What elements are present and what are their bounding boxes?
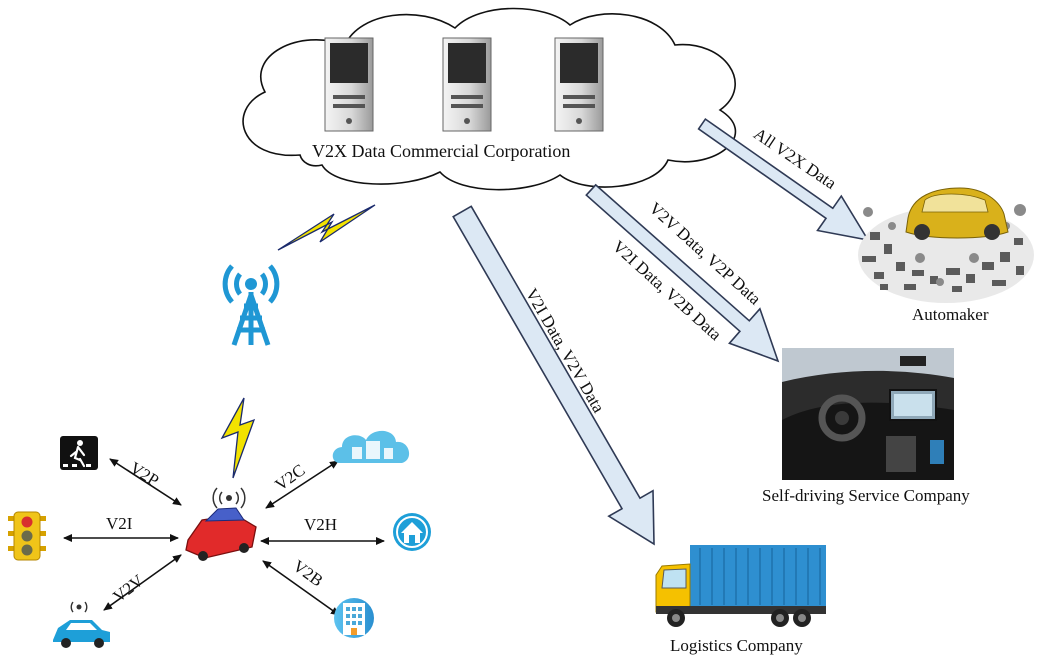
link-label-v2i: V2I [106, 514, 133, 533]
traffic-light-icon [8, 511, 46, 561]
link-v2c [265, 460, 339, 509]
arrow-to-self-driving [585, 183, 780, 363]
home-icon [393, 513, 431, 551]
link-v2v [103, 554, 182, 611]
lightning-bolt-car [220, 397, 256, 479]
company-label-logistics: Logistics Company [670, 636, 803, 655]
pedestrian-crossing-icon [60, 436, 98, 470]
automaker-image [858, 187, 1034, 303]
vehicle-icon [53, 601, 110, 648]
cloud-label: V2X Data Commercial Corporation [312, 141, 571, 161]
lightning-bolt-cloud [277, 204, 376, 251]
truck-image [655, 545, 826, 627]
link-v2b [262, 560, 340, 616]
link-v2p [109, 458, 182, 506]
server-icon [554, 37, 604, 132]
cloud-icon [332, 430, 410, 463]
cell-tower-icon [222, 264, 280, 346]
arrow-to-automaker [697, 117, 870, 242]
link-label-v2h: V2H [304, 515, 338, 534]
connected-car-icon [185, 487, 257, 561]
company-label-automaker: Automaker [912, 305, 989, 324]
company-label-self-driving: Self-driving Service Company [762, 486, 970, 505]
server-icon [442, 37, 492, 132]
server-icon [324, 37, 374, 132]
arrow-to-logistics [452, 205, 655, 546]
building-icon [334, 598, 374, 638]
self-driving-image [782, 348, 954, 480]
